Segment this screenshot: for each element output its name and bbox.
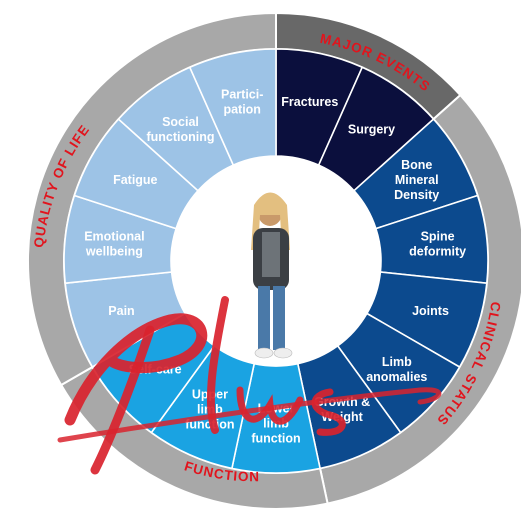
segment-label-surgery: Surgery (348, 123, 395, 137)
segment-label-partici-pation: Partici-pation (221, 88, 263, 117)
plus-script-overlay (57, 296, 442, 475)
segment-label-joints: Joints (412, 304, 449, 318)
segment-label-fatigue: Fatigue (113, 173, 157, 187)
segment-label-pain: Pain (108, 304, 134, 318)
segment-label-fractures: Fractures (281, 95, 338, 109)
child-figure-image (251, 192, 293, 359)
